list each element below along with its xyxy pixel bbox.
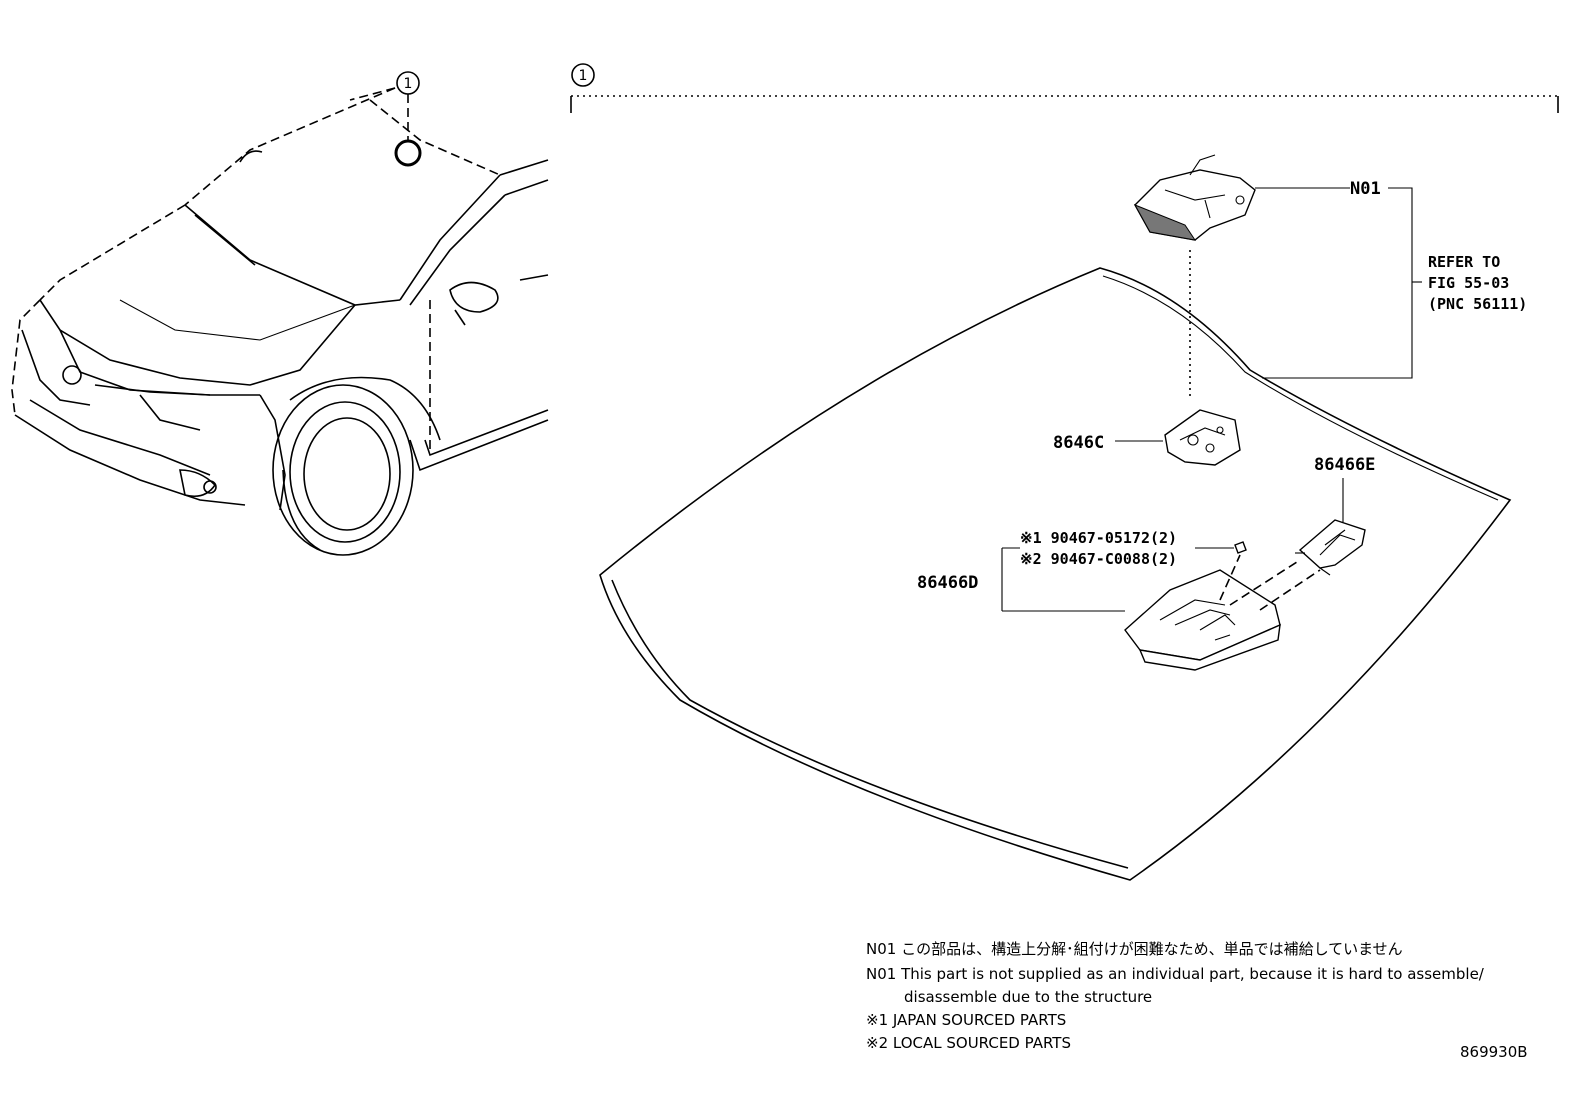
note-n01-english-2: disassemble due to the structure [904,988,1152,1006]
refer-line-2: FIG 55-03 [1428,274,1509,292]
part-8646c-bracket [1164,409,1241,466]
n01-sensor-housing [1133,154,1256,241]
part-label-86466e: 86466E [1314,455,1375,475]
assembly-callout-number: 1 [579,68,588,84]
refer-line-1: REFER TO [1428,253,1500,271]
assembly-bracket: 1 [570,63,1559,113]
part-86466e-clip [1295,519,1366,576]
note-local-sourced: ※2 LOCAL SOURCED PARTS [866,1034,1071,1052]
clip-dash-2 [1259,569,1321,611]
part-label-8646c: 8646C [1053,433,1104,453]
part-label-screw-japan: ※1 90467-05172(2) [1020,529,1177,547]
windshield-glass [599,267,1512,881]
footnotes: N01 この部品は、構造上分解･組付けが困難なため、単品では補給していません N… [866,940,1528,1061]
refer-to-figure-note: REFER TO FIG 55-03 (PNC 56111) [1428,253,1527,313]
n01-leader: N01 [1255,179,1422,379]
vehicle-illustration: 1 [11,71,549,556]
vehicle-callout-number: 1 [404,76,413,92]
part-label-screw-local: ※2 90467-C0088(2) [1020,550,1177,568]
note-n01-japanese: N01 この部品は、構造上分解･組付けが困難なため、単品では補給していません [866,940,1403,958]
note-n01-english-1: N01 This part is not supplied as an indi… [866,965,1485,983]
part-86466d-cover [1124,569,1281,671]
leader-86466d-group [1001,547,1234,612]
screw [1234,541,1247,554]
figure-id: 869930B [1460,1043,1528,1061]
part-label-86466d: 86466D [917,573,978,593]
part-label-n01: N01 [1350,179,1381,199]
note-japan-sourced: ※1 JAPAN SOURCED PARTS [866,1011,1066,1029]
screw-dash-1 [1219,554,1241,601]
refer-line-3: (PNC 56111) [1428,295,1527,313]
